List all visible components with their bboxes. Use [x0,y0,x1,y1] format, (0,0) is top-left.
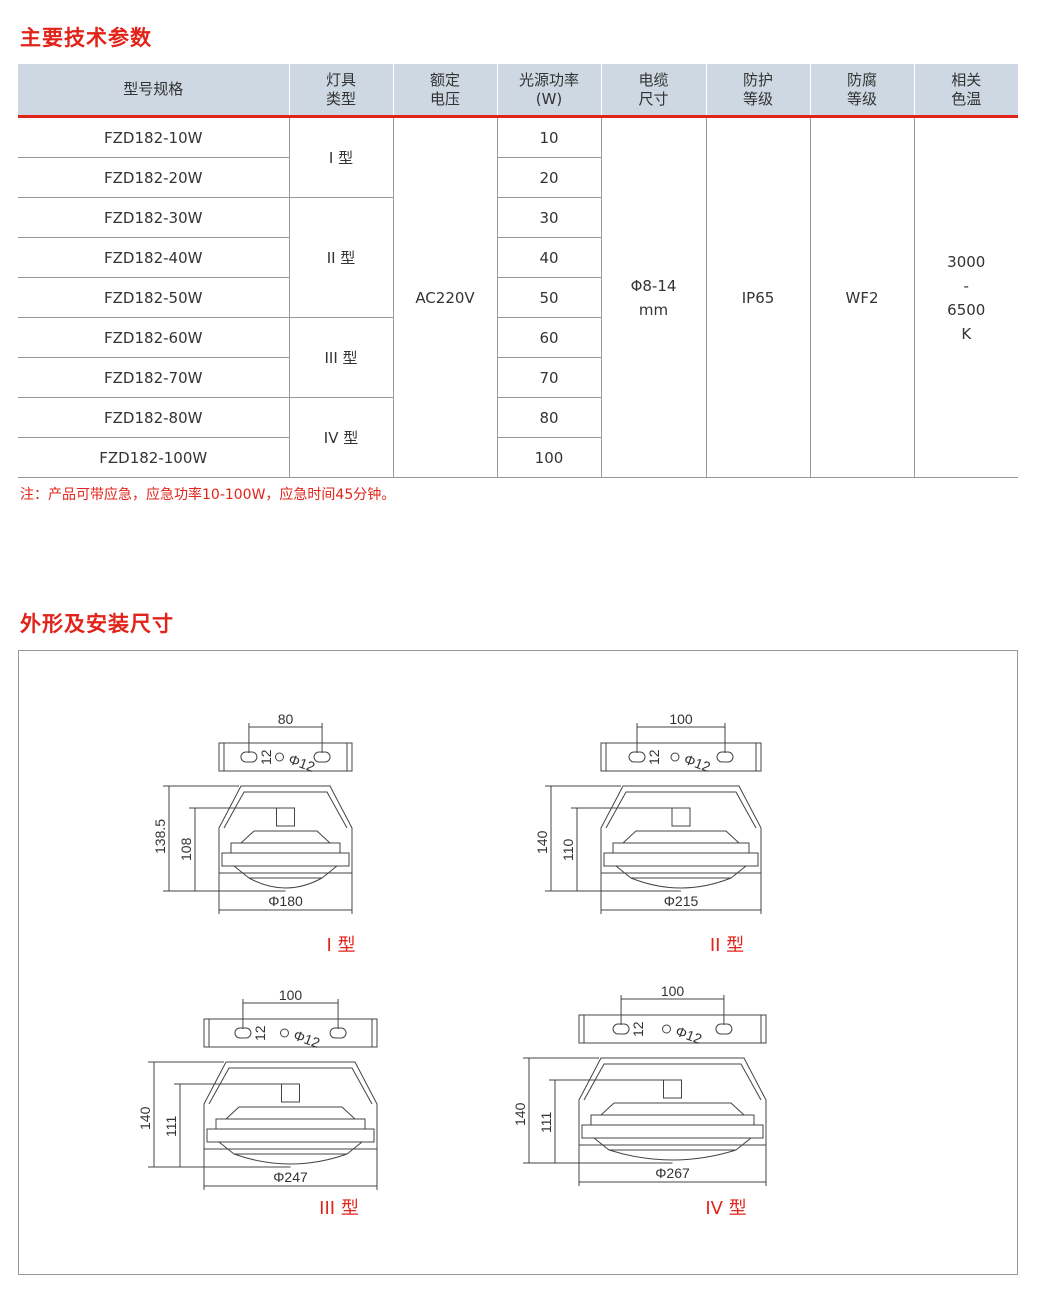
svg-text:12: 12 [258,749,274,765]
guard-outline [203,1061,378,1150]
section-title-dimensions: 外形及安装尺寸 [20,612,174,636]
column-header: 额定电压 [392,64,497,118]
column-header: 灯具类型 [288,64,393,118]
drawing-caption: II 型 [709,935,745,956]
column-header: 相关色温 [913,64,1018,118]
table-row: FZD182-100W 100 [18,437,1018,478]
mounting-spacing-label: 100 [669,713,693,727]
dimension-drawing: 100 12 Φ12 140 111 Φ247 [134,987,397,1198]
diameter-label: Φ267 [655,1165,690,1181]
diameter-label: Φ180 [268,893,303,909]
drawing-caption: I 型 [326,935,356,956]
guard-outline [218,785,353,874]
model-cell: FZD182-70W [18,357,289,398]
model-cell: FZD182-20W [18,157,289,198]
power-cell: 50 [496,277,601,318]
total-height-label: 140 [512,1102,528,1126]
bracket-plate [203,1018,378,1048]
model-cell: FZD182-80W [18,397,289,438]
lamp-type-cell: III 型 [288,317,393,398]
total-height-label: 140 [137,1106,153,1130]
bracket-plate [600,742,762,772]
diameter-label: Φ247 [273,1169,308,1185]
diameter-label: Φ215 [664,893,699,909]
svg-text:12: 12 [646,749,662,765]
power-cell: 60 [496,317,601,358]
lamp-type-cell: II 型 [288,197,393,318]
drawing-caption: IV 型 [705,1198,747,1219]
table-row: FZD182-50W 50 [18,277,1018,318]
dimension-drawing: 100 12 Φ12 140 111 Φ267 [509,983,786,1194]
mounting-spacing-label: 100 [661,985,685,999]
guard-outline [578,1057,767,1146]
mounting-spacing-label: 80 [278,713,294,727]
body-height-label: 110 [560,838,576,861]
anticorrosion-cell: WF2 [809,116,914,478]
body-height-label: 108 [178,837,194,861]
column-header: 光源功率(W) [496,64,601,118]
total-height-label: 138.5 [152,819,168,854]
column-header: 防护等级 [705,64,810,118]
drawing-caption: III 型 [319,1198,359,1219]
protection-cell: IP65 [705,116,810,478]
power-cell: 70 [496,357,601,398]
svg-text:12: 12 [252,1025,268,1041]
dimension-drawing: 100 12 Φ12 140 110 Φ215 [531,711,781,922]
model-cell: FZD182-10W [18,116,289,158]
dimension-drawing: 80 12 Φ12 138.5 108 Φ180 [149,711,372,922]
total-height-label: 140 [534,830,550,854]
voltage-cell: AC220V [392,116,497,478]
model-cell: FZD182-60W [18,317,289,358]
body-height-label: 111 [538,1112,554,1133]
column-header: 防腐等级 [809,64,914,118]
lamp-type-cell: I 型 [288,116,393,198]
spec-table: 型号规格灯具类型额定电压光源功率(W)电缆尺寸防护等级防腐等级相关色温 FZD1… [18,64,1018,478]
power-cell: 10 [496,116,601,158]
bracket-plate [578,1014,767,1044]
guard-outline [600,785,762,874]
column-header: 电缆尺寸 [600,64,706,118]
bracket-plate [218,742,353,772]
model-cell: FZD182-40W [18,237,289,278]
mounting-spacing-label: 100 [279,989,303,1003]
table-row: FZD182-20W 20 [18,157,1018,198]
model-cell: FZD182-50W [18,277,289,318]
lamp-type-cell: IV 型 [288,397,393,478]
table-row: FZD182-40W 40 [18,237,1018,278]
column-header: 型号规格 [18,64,289,118]
power-cell: 30 [496,197,601,238]
model-cell: FZD182-100W [18,437,289,478]
dimension-drawings-panel: 80 12 Φ12 138.5 108 Φ180 I 型 100 12 Φ12 … [18,650,1018,1275]
power-cell: 20 [496,157,601,198]
model-cell: FZD182-30W [18,197,289,238]
power-cell: 40 [496,237,601,278]
power-cell: 80 [496,397,601,438]
body-height-label: 111 [163,1116,179,1137]
table-row: FZD182-70W 70 [18,357,1018,398]
section-title-specs: 主要技术参数 [20,26,152,50]
svg-text:12: 12 [630,1021,646,1037]
table-note: 注：产品可带应急，应急功率10-100W，应急时间45分钟。 [20,487,396,503]
power-cell: 100 [496,437,601,478]
